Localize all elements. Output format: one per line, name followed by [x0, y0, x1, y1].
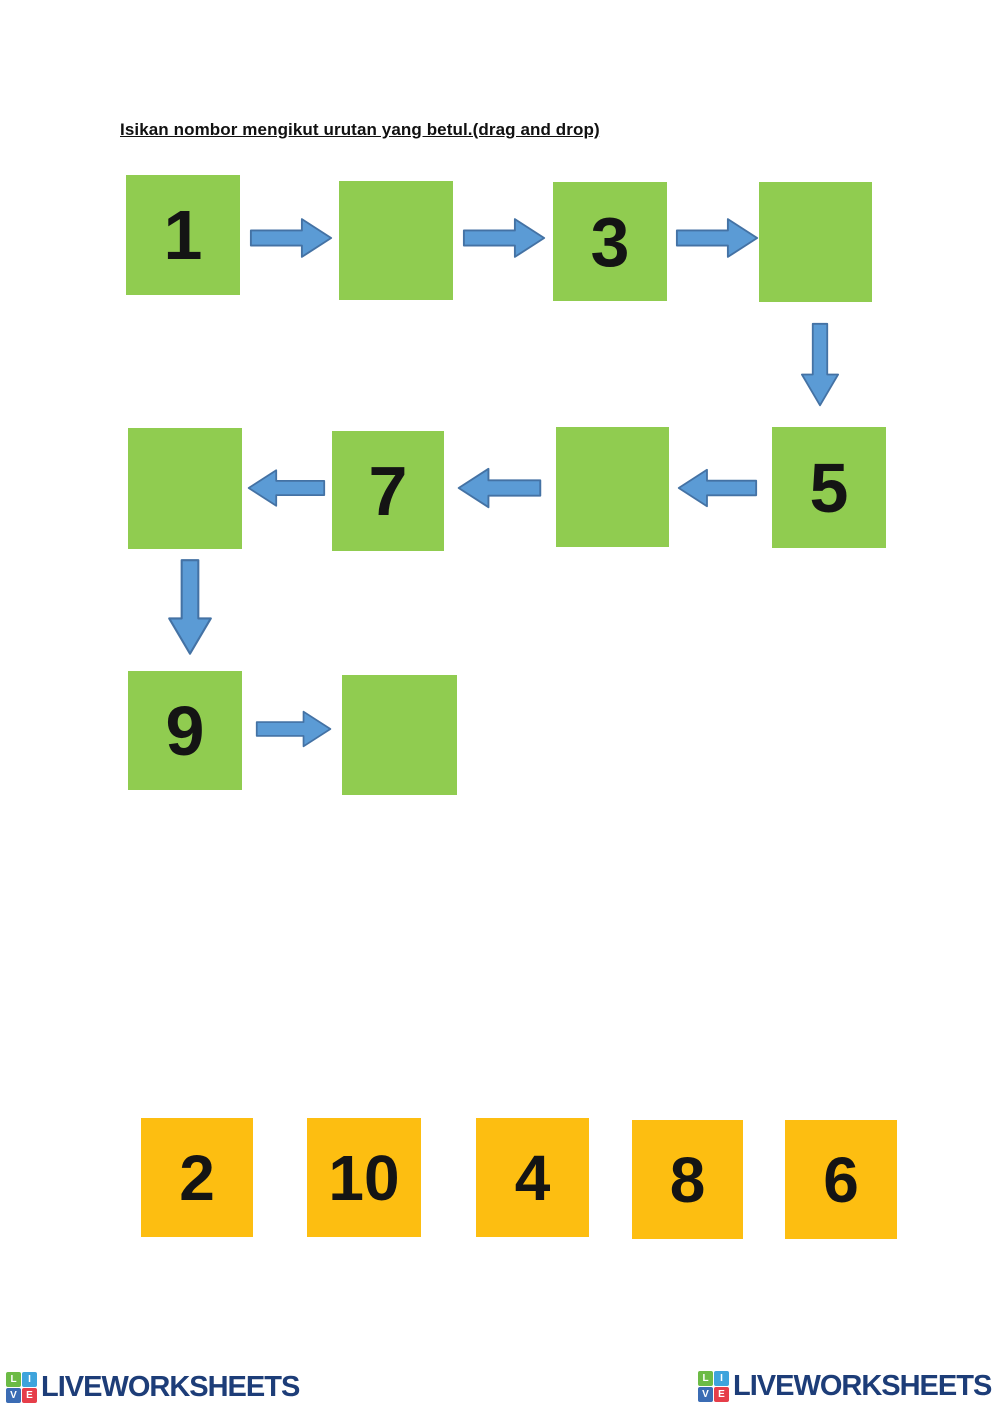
drag-tile-8[interactable]: 8	[632, 1120, 743, 1239]
logo-wordmark: LIVEWORKSHEETS	[733, 1370, 992, 1402]
sequence-drop-slot-4[interactable]	[759, 182, 872, 302]
logo-cell-i: I	[714, 1371, 729, 1386]
arrow-left-icon	[246, 464, 326, 512]
arrow-right-icon	[462, 214, 547, 262]
sequence-box-3: 3	[553, 182, 667, 301]
sequence-number: 9	[165, 691, 205, 770]
logo-cell-l: L	[6, 1372, 21, 1387]
arrow-right-icon	[675, 214, 760, 262]
sequence-drop-slot-10[interactable]	[342, 675, 457, 795]
sequence-drop-slot-6[interactable]	[556, 427, 669, 547]
tile-number: 10	[328, 1141, 400, 1214]
liveworksheets-icon: L I V E	[698, 1371, 729, 1402]
tile-number: 8	[669, 1143, 706, 1216]
sequence-box-7: 7	[332, 431, 444, 551]
sequence-number: 3	[590, 202, 630, 281]
liveworksheets-logo-right: L I V E LIVEWORKSHEETS	[698, 1370, 992, 1403]
tile-number: 4	[514, 1141, 551, 1214]
tile-number: 2	[179, 1141, 215, 1214]
sequence-drop-slot-8[interactable]	[128, 428, 242, 549]
arrow-down-icon	[164, 558, 216, 657]
drag-tile-10[interactable]: 10	[307, 1118, 421, 1237]
sequence-box-5: 5	[772, 427, 886, 548]
logo-cell-l: L	[698, 1371, 713, 1386]
sequence-box-1: 1	[126, 175, 240, 295]
logo-cell-v: V	[6, 1388, 21, 1403]
logo-cell-e: E	[714, 1387, 729, 1402]
sequence-number: 1	[163, 196, 203, 274]
logo-cell-v: V	[698, 1387, 713, 1402]
liveworksheets-icon: L I V E	[6, 1372, 37, 1403]
arrow-left-icon	[676, 464, 758, 512]
liveworksheets-logo-left: L I V E LIVEWORKSHEETS	[6, 1371, 300, 1404]
sequence-drop-slot-2[interactable]	[339, 181, 453, 300]
drag-tile-6[interactable]: 6	[785, 1120, 897, 1239]
arrow-right-icon	[255, 707, 333, 751]
tile-number: 6	[823, 1143, 859, 1216]
arrow-left-icon	[455, 464, 543, 512]
arrow-down-icon	[796, 322, 844, 408]
sequence-number: 5	[809, 448, 849, 527]
logo-wordmark: LIVEWORKSHEETS	[41, 1371, 300, 1403]
drag-tile-2[interactable]: 2	[141, 1118, 253, 1237]
sequence-box-9: 9	[128, 671, 242, 790]
worksheet-title: Isikan nombor mengikut urutan yang betul…	[120, 120, 600, 139]
logo-cell-i: I	[22, 1372, 37, 1387]
drag-tile-4[interactable]: 4	[476, 1118, 589, 1237]
logo-cell-e: E	[22, 1388, 37, 1403]
sequence-number: 7	[368, 452, 408, 530]
arrow-right-icon	[249, 214, 334, 262]
